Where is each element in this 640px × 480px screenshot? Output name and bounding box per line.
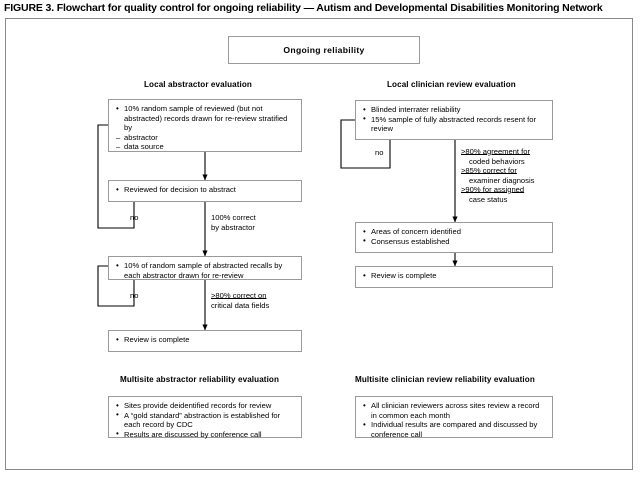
edge-label-right-no: no (375, 148, 384, 157)
heading-multisite-clinician-review-reliability-evaluation: Multisite clinician review reliability e… (355, 375, 535, 384)
box-left-1-list: 10% random sample of reviewed (but not a… (116, 104, 295, 152)
box-ongoing-reliability-label: Ongoing reliability (283, 45, 365, 55)
box-bottom-right-list: All clinician reviewers across sites rev… (363, 400, 546, 439)
box-right-1: Blinded interrater reliability 15% sampl… (355, 100, 553, 140)
edge-label-left-yes-1: 100% correct by abstractor (211, 213, 256, 232)
criteria-cont: coded behaviors (469, 156, 525, 166)
box-left-4-list: Review is complete (116, 335, 295, 345)
criteria-item: >90% for assigned case status (461, 185, 534, 204)
box-left-3-list: 10% of random sample of abstracted recal… (116, 260, 295, 280)
box-right-2: Areas of concern identified Consensus es… (355, 222, 553, 253)
list-item: Individual results are compared and disc… (363, 420, 546, 439)
box-bottom-left: Sites provide deidentified records for r… (108, 396, 302, 439)
list-item: 10% of random sample of abstracted recal… (116, 260, 295, 280)
list-item: All clinician reviewers across sites rev… (363, 400, 546, 420)
list-item: data source (116, 142, 295, 152)
box-left-2-list: Reviewed for decision to abstract (116, 185, 295, 195)
list-item: Consensus established (363, 236, 546, 247)
criteria-lead: >85% correct for (461, 166, 517, 176)
list-item: 15% sample of fully abstracted records r… (363, 114, 546, 134)
edge-label-left-no-2: no (130, 291, 139, 300)
list-item: Review is complete (116, 335, 295, 345)
list-item: Results are discussed by conference call (116, 429, 295, 440)
list-item: Sites provide deidentified records for r… (116, 401, 295, 411)
list-item: Reviewed for decision to abstract (116, 185, 295, 195)
heading-multisite-abstractor-reliability-evaluation: Multisite abstractor reliability evaluat… (120, 375, 280, 384)
criteria-lead: >90% for assigned (461, 185, 525, 195)
box-left-4: Review is complete (108, 330, 302, 352)
edge-label-left-yes-2: >80% correct on critical data fields (211, 291, 269, 310)
criteria-cont: case status (469, 194, 508, 204)
box-left-1: 10% random sample of reviewed (but not a… (108, 99, 302, 152)
criteria-item: >80% agreement for coded behaviors (461, 147, 534, 166)
box-right-2-list: Areas of concern identified Consensus es… (363, 227, 546, 246)
edge-label-left-no-1: no (130, 213, 139, 222)
box-right-1-list: Blinded interrater reliability 15% sampl… (363, 105, 546, 134)
criteria-lead: >80% agreement for (461, 147, 531, 156)
edge-label-right-criteria: >80% agreement for coded behaviors >85% … (461, 147, 534, 205)
edge-label-left-yes-1-line1: 100% correct (211, 213, 256, 222)
figure-title: FIGURE 3. Flowchart for quality control … (4, 2, 603, 14)
list-item: Review is complete (363, 271, 546, 281)
list-item: Areas of concern identified (363, 227, 546, 237)
box-bottom-left-list: Sites provide deidentified records for r… (116, 401, 295, 439)
box-ongoing-reliability: Ongoing reliability (228, 36, 420, 64)
list-item: 10% random sample of reviewed (but not a… (116, 104, 295, 133)
heading-local-clinician-review-evaluation: Local clinician review evaluation (387, 80, 516, 89)
box-bottom-right: All clinician reviewers across sites rev… (355, 396, 553, 439)
list-item: abstractor (116, 133, 295, 143)
box-right-3: Review is complete (355, 266, 553, 288)
box-right-3-list: Review is complete (363, 271, 546, 281)
box-left-3: 10% of random sample of abstracted recal… (108, 256, 302, 280)
edge-label-left-yes-1-line2: by abstractor (211, 222, 255, 232)
list-item: Blinded interrater reliability (363, 105, 546, 115)
box-left-2: Reviewed for decision to abstract (108, 180, 302, 202)
criteria-cont: examiner diagnosis (469, 175, 535, 185)
heading-local-abstractor-evaluation: Local abstractor evaluation (144, 80, 252, 89)
list-item: A “gold standard” abstraction is establi… (116, 410, 295, 430)
edge-label-left-yes-2-line2: critical data fields (211, 300, 270, 310)
criteria-item: >85% correct for examiner diagnosis (461, 166, 534, 185)
edge-label-left-yes-2-line1: >80% correct on (211, 291, 267, 300)
